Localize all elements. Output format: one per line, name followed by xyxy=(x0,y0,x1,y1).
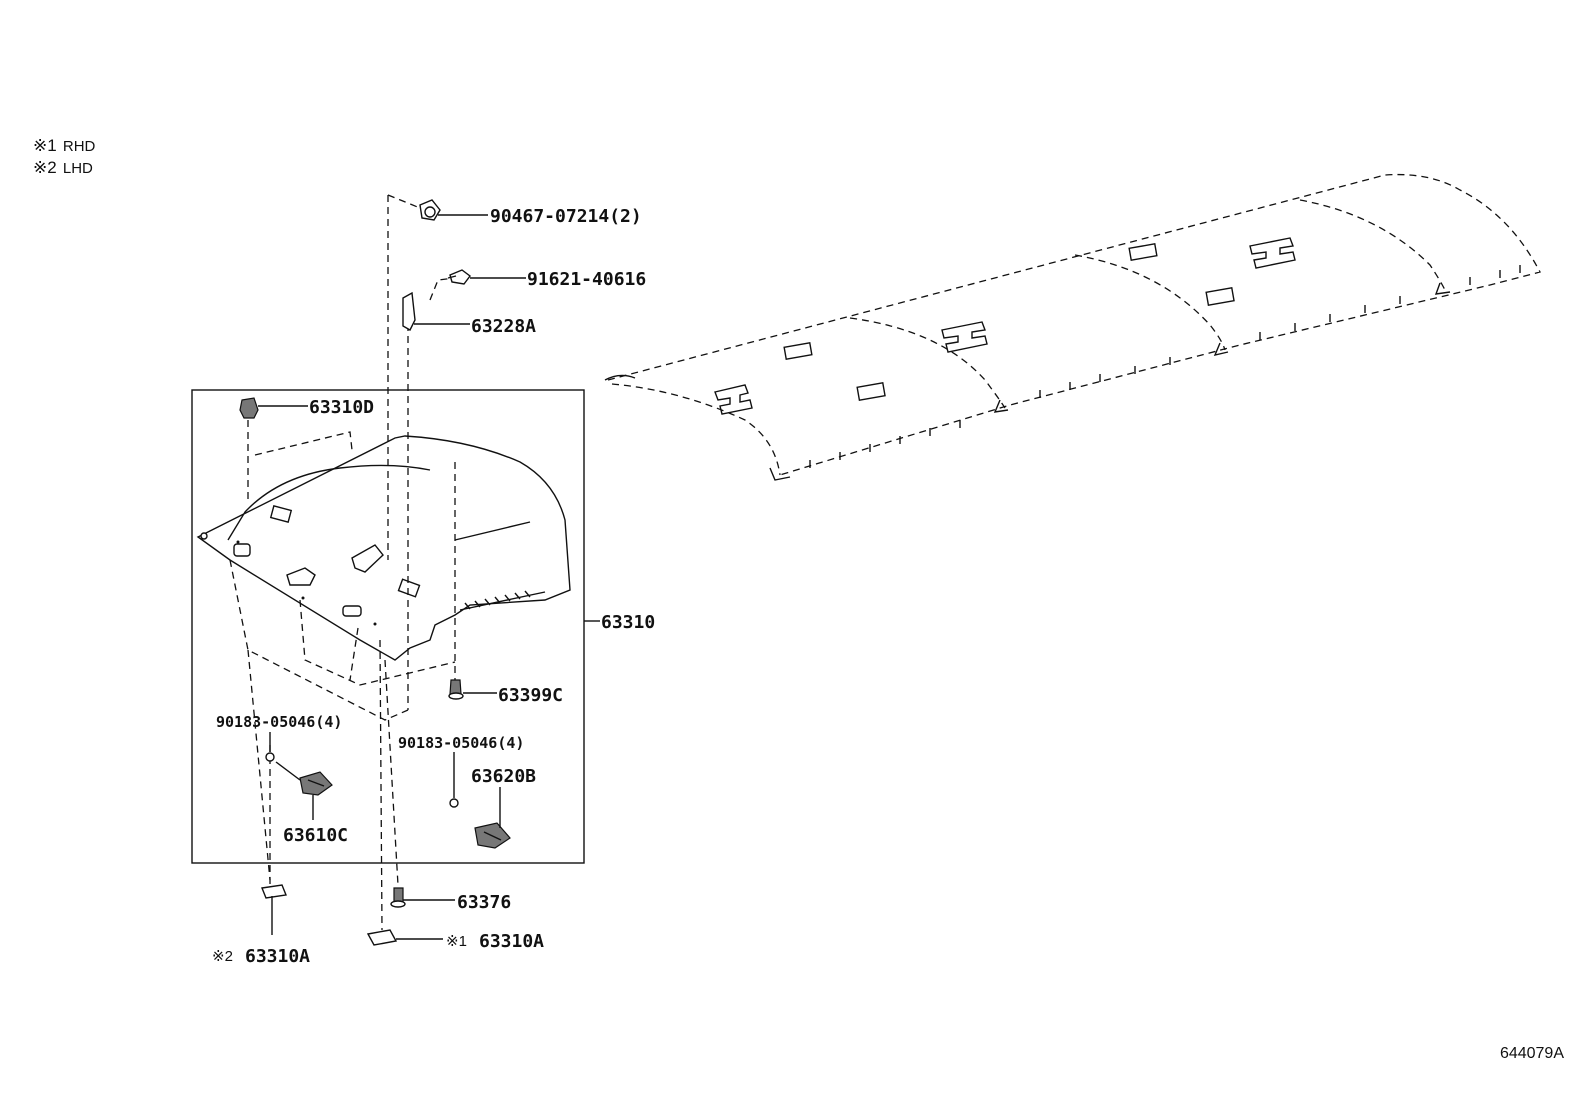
clip-63399C-icon xyxy=(448,679,464,700)
label-63399C: 63399C xyxy=(498,685,563,706)
label-91621: 91621-40616 xyxy=(527,269,646,290)
lamp-63610C-icon xyxy=(299,771,333,796)
diagram-code: 644079A xyxy=(1499,1045,1564,1062)
label-63610C: 63610C xyxy=(283,825,348,846)
label-63310A-lhd: 63310A xyxy=(245,946,310,967)
label-90183-right: 90183-05046(4) xyxy=(398,734,524,752)
clip-63310D-icon xyxy=(239,397,259,419)
label-63310D: 63310D xyxy=(309,397,374,418)
label-90467: 90467-07214(2) xyxy=(490,206,642,227)
label-90183-left: 90183-05046(4) xyxy=(216,713,342,731)
legend-rhd: ※1 RHD xyxy=(33,136,95,156)
holder-63310A-rhd-icon xyxy=(366,929,398,946)
label-63310A-rhd-mark: ※1 xyxy=(446,933,467,950)
fastener-90467-icon xyxy=(419,199,441,221)
label-63376: 63376 xyxy=(457,892,511,913)
screw-left-icon xyxy=(265,752,275,762)
bracket-63228A-icon xyxy=(402,291,416,331)
label-63310: 63310 xyxy=(601,612,655,633)
headliner-63310-shape xyxy=(196,435,571,661)
label-63310A-rhd: 63310A xyxy=(479,931,544,952)
screw-right-icon xyxy=(449,798,459,808)
legend-lhd-text: LHD xyxy=(62,160,93,177)
legend-lhd: ※2 LHD xyxy=(33,158,93,178)
legend-rhd-text: RHD xyxy=(62,138,96,155)
roof-headliner-outline xyxy=(604,173,1541,481)
label-63310A-lhd-mark: ※2 xyxy=(212,948,233,965)
leader-lines xyxy=(258,214,600,940)
legend-lhd-mark: ※2 xyxy=(33,158,57,177)
holder-63310A-lhd-icon xyxy=(261,884,287,899)
label-63620B: 63620B xyxy=(471,766,536,787)
legend-rhd-mark: ※1 xyxy=(33,136,57,155)
dashed-guides xyxy=(229,194,456,931)
lamp-63620B-icon xyxy=(474,822,511,849)
bolt-63376-icon xyxy=(390,887,406,908)
label-63228A: 63228A xyxy=(471,316,536,337)
screw-91621-icon xyxy=(447,269,471,285)
